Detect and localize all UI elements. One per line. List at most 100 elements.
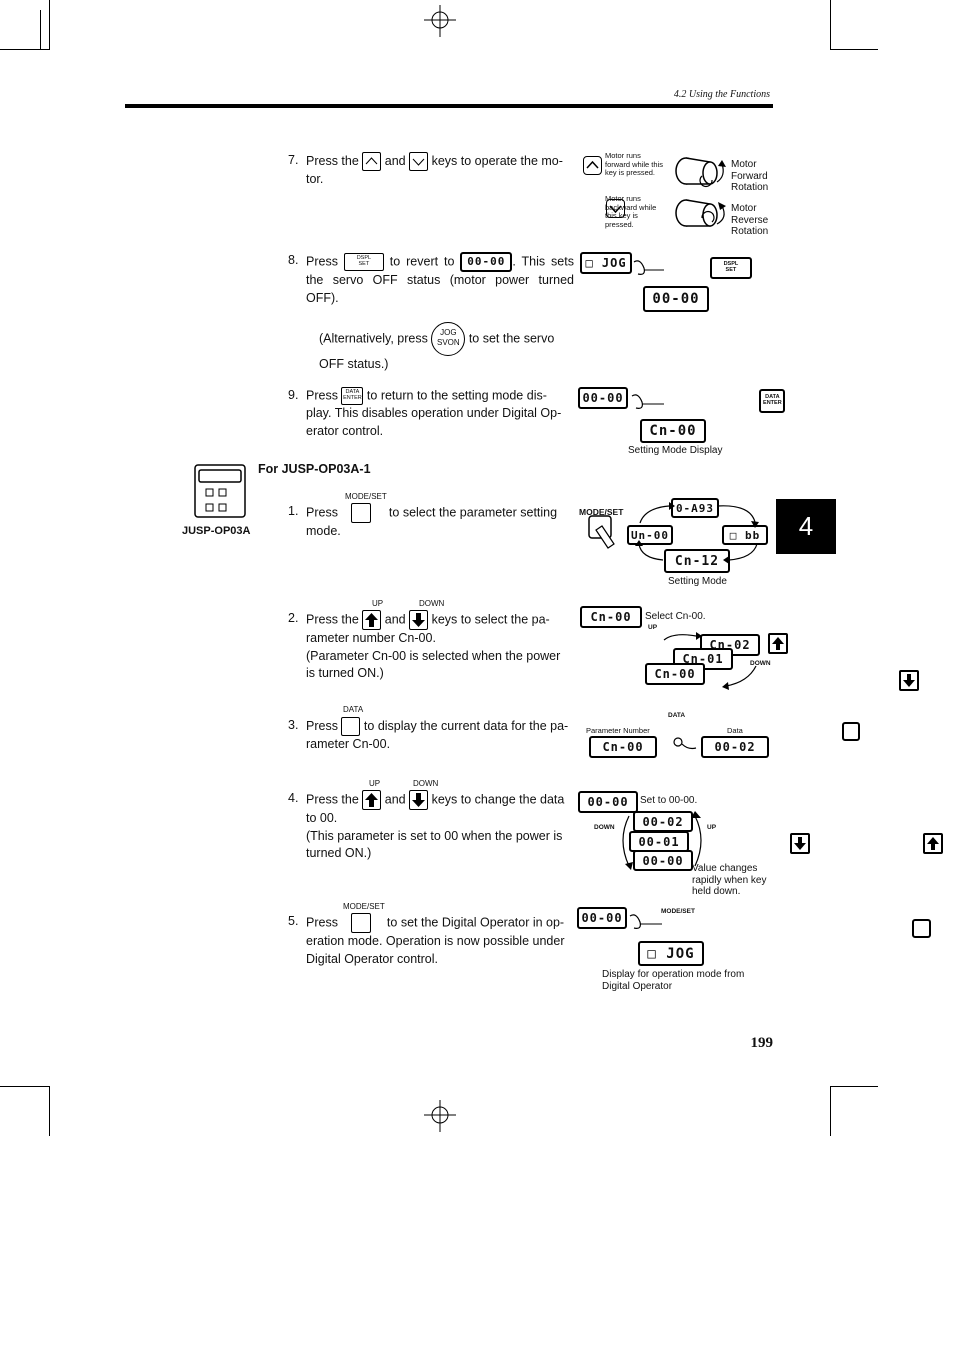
step-7-text: Press the and keys to operate the mo- to… xyxy=(306,152,576,189)
motor-reverse-icon xyxy=(675,199,726,227)
key-label: MODE/SET xyxy=(345,492,387,501)
transition-arrow xyxy=(629,914,662,929)
lcd-display: 00-00 xyxy=(577,907,627,929)
down-arrow-key-icon xyxy=(899,669,920,691)
lcd-display: 00-00 xyxy=(578,791,638,813)
operation-mode-caption: Display for operation mode from Digital … xyxy=(602,969,745,992)
key-label: DOWN xyxy=(413,779,439,788)
step-number: 5. xyxy=(288,914,299,928)
step-b3-text: Press to display the current data for th… xyxy=(306,717,576,754)
step-text: Press the xyxy=(306,153,359,168)
step-text: and xyxy=(384,153,406,168)
crop-mark xyxy=(49,1086,50,1136)
transition-arrow xyxy=(673,737,697,750)
step-text: Press xyxy=(306,254,338,269)
dspl-set-key: DSPL SET xyxy=(343,253,384,271)
data-key xyxy=(341,717,361,736)
scroll-arrows xyxy=(622,811,702,870)
lcd-display: □ JOG xyxy=(638,941,704,966)
step-b5-text: Press to set the Digital Operator in op-… xyxy=(306,913,578,968)
data-enter-key: DATA ENTER xyxy=(341,387,364,405)
data-enter-key: DATA ENTER xyxy=(759,389,786,413)
step-b4-text: Press the and keys to change the data to… xyxy=(306,790,578,863)
step-text: to select the parameter setting mode. xyxy=(306,505,558,538)
up-arrow-key-icon xyxy=(767,632,788,654)
section-title: For JUSP-OP03A-1 xyxy=(258,462,371,476)
lcd-display: Cn-00 xyxy=(640,419,706,443)
down-key-icon xyxy=(606,198,626,218)
step-text: to set the Digital Operator in op- erati… xyxy=(306,915,565,966)
step-text: to revert to xyxy=(389,254,455,269)
forward-label: Motor Forward Rotation xyxy=(731,159,769,193)
lcd-display: 00-00 xyxy=(460,252,513,272)
mode-set-key-caption: MODE/SET xyxy=(661,908,695,915)
chapter-tab: 4 xyxy=(776,499,836,554)
motor-forward-icon xyxy=(675,157,726,188)
key-label: DATA xyxy=(668,712,686,719)
lcd-display: Cn-00 xyxy=(589,736,657,758)
step-text: to display the current data for the pa- … xyxy=(306,718,569,751)
crop-mark xyxy=(40,10,41,50)
down-key-icon xyxy=(409,152,429,171)
dspl-set-key: DSPL SET xyxy=(709,257,752,279)
mode-set-key-caption: MODE/SET xyxy=(579,507,624,517)
key-label: MODE/SET xyxy=(343,902,385,911)
down-arrow-key-icon xyxy=(409,610,429,630)
lcd-display: 00-00 xyxy=(633,850,693,871)
up-key-icon xyxy=(583,155,602,175)
lcd-display: □ bb xyxy=(722,525,768,545)
step-text: Press the xyxy=(306,792,359,807)
step-text: Press xyxy=(306,718,338,733)
step-text: keys to change the data to 00. (This par… xyxy=(306,792,565,860)
running-title: 4.2 Using the Functions xyxy=(673,89,770,100)
step-text: and xyxy=(384,612,406,627)
header-rule xyxy=(125,104,773,108)
lcd-display: 00-00 xyxy=(643,286,709,312)
reverse-label: Motor Reverse Rotation xyxy=(731,203,769,237)
lcd-display: Un-00 xyxy=(627,525,673,545)
key-label: UP xyxy=(648,624,658,631)
rapid-change-note: Value changes rapidly when key held down… xyxy=(692,863,767,897)
parameter-number-label: Parameter Number xyxy=(586,726,650,735)
key-label: UP xyxy=(369,779,381,788)
step-text: (Alternatively, press xyxy=(319,331,428,346)
lcd-display: 00-02 xyxy=(633,811,693,832)
step-text: and xyxy=(384,792,406,807)
up-key-icon xyxy=(362,152,382,171)
crop-mark xyxy=(0,1086,50,1087)
down-arrow-key-icon xyxy=(790,832,811,854)
key-label: DOWN xyxy=(419,599,445,608)
step-number: 8. xyxy=(288,253,299,267)
lcd-display: Cn-00 xyxy=(580,606,642,628)
step-text: keys to select the pa- rameter number Cn… xyxy=(306,612,561,680)
step-text: Press xyxy=(306,505,338,520)
digital-operator-icon xyxy=(194,464,246,518)
lcd-display: 00-02 xyxy=(701,736,769,758)
step-b2-text: Press the and keys to select the pa- ram… xyxy=(306,610,576,683)
registration-mark xyxy=(424,1100,456,1132)
key-label: UP xyxy=(372,599,384,608)
data-key xyxy=(841,721,860,741)
transition-arrow xyxy=(633,260,664,275)
lcd-display: 00-00 xyxy=(578,387,628,409)
crop-mark xyxy=(830,0,831,50)
crop-mark xyxy=(830,1086,878,1087)
set-note: Set to 00-00. xyxy=(640,795,698,806)
step-b1-text: Press to select the parameter setting mo… xyxy=(306,503,578,541)
up-arrow-key-icon xyxy=(362,610,382,630)
device-label: JUSP-OP03A xyxy=(182,525,251,537)
mode-set-key xyxy=(351,913,372,933)
step-text: to return to the setting mode dis- play.… xyxy=(306,388,562,438)
setting-mode-label: Setting Mode xyxy=(668,576,727,587)
up-arrow-key-icon xyxy=(922,832,943,854)
up-arrow-key-icon xyxy=(362,790,382,810)
transition-arrow xyxy=(631,394,664,409)
setting-mode-caption: Setting Mode Display xyxy=(628,445,723,456)
step-8-text: Press DSPL SET to revert to 00-00. This … xyxy=(306,252,574,307)
jog-svon-key: JOG SVON xyxy=(431,322,466,356)
step-9-text: Press DATA ENTER to return to the settin… xyxy=(306,387,574,440)
forward-note: Motor runs forward while this key is pre… xyxy=(605,151,663,177)
down-arrow-key-icon xyxy=(409,790,429,810)
crop-mark xyxy=(49,0,50,50)
lcd-display: Cn-00 xyxy=(645,663,705,685)
